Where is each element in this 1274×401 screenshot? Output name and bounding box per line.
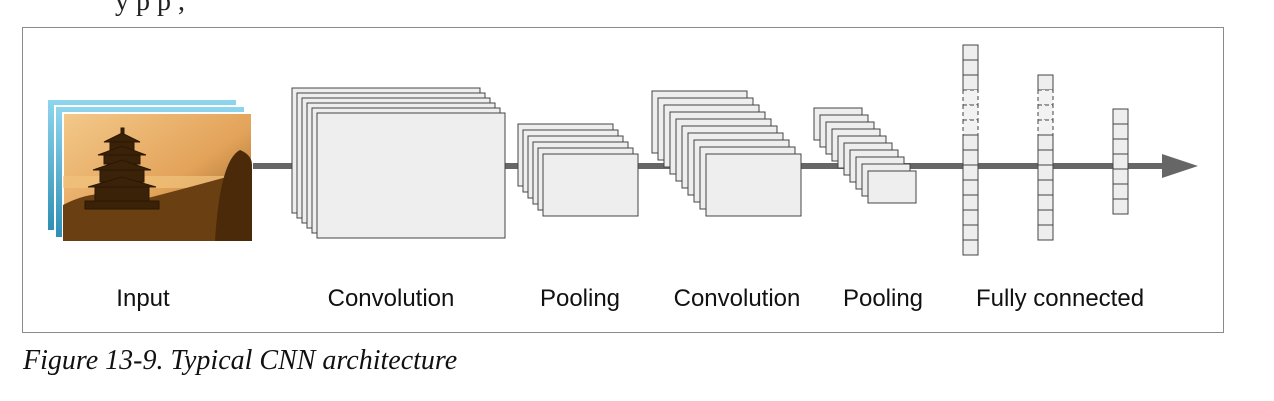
neuron <box>1037 104 1054 121</box>
label-convolution-1: Convolution <box>328 285 455 312</box>
feature-map-stacks <box>291 87 917 239</box>
conv1-stack <box>291 87 506 239</box>
neuron <box>962 74 979 91</box>
neuron <box>1112 153 1129 170</box>
neuron <box>1037 194 1054 211</box>
neuron <box>962 104 979 121</box>
neuron <box>1037 224 1054 241</box>
fc-layer-1 <box>962 44 979 256</box>
feature-map <box>705 153 802 217</box>
pagoda-photo-image <box>62 112 253 242</box>
fc-layer-2 <box>1037 74 1054 241</box>
feature-map <box>316 112 506 239</box>
neuron <box>1112 138 1129 155</box>
label-convolution-2: Convolution <box>674 285 801 312</box>
neuron <box>962 209 979 226</box>
neuron <box>1037 209 1054 226</box>
feature-map <box>867 170 917 204</box>
neuron <box>1037 119 1054 136</box>
neuron <box>1112 183 1129 200</box>
neuron <box>962 239 979 256</box>
neuron <box>962 224 979 241</box>
neuron <box>1037 74 1054 91</box>
neuron <box>962 179 979 196</box>
neuron <box>962 44 979 61</box>
neuron <box>1112 108 1129 125</box>
fc-layer-3 <box>1112 108 1129 215</box>
neuron <box>1037 134 1054 151</box>
label-pooling-1: Pooling <box>540 285 620 312</box>
neuron <box>1037 149 1054 166</box>
pool2-stack <box>813 107 917 204</box>
neuron <box>1112 123 1129 140</box>
neuron <box>962 149 979 166</box>
input-image-stack <box>46 98 253 242</box>
clipped-text-above: y p p , <box>115 0 185 17</box>
neuron <box>1037 89 1054 106</box>
neuron <box>962 89 979 106</box>
label-input: Input <box>116 285 170 312</box>
neuron <box>962 59 979 76</box>
label-fully-connected: Fully connected <box>976 285 1144 312</box>
fully-connected-layers <box>962 44 1129 256</box>
neuron <box>1112 168 1129 185</box>
neuron <box>962 134 979 151</box>
neuron <box>962 119 979 136</box>
neuron <box>1112 198 1129 215</box>
feature-map <box>542 153 639 217</box>
neuron <box>962 164 979 181</box>
label-pooling-2: Pooling <box>843 285 923 312</box>
figure-caption: Figure 13-9. Typical CNN architecture <box>23 345 458 376</box>
neuron <box>1037 179 1054 196</box>
neuron <box>962 194 979 211</box>
arrow-right-icon <box>1162 154 1198 178</box>
neuron <box>1037 164 1054 181</box>
pool1-stack <box>517 123 639 217</box>
conv2-stack <box>651 90 802 217</box>
